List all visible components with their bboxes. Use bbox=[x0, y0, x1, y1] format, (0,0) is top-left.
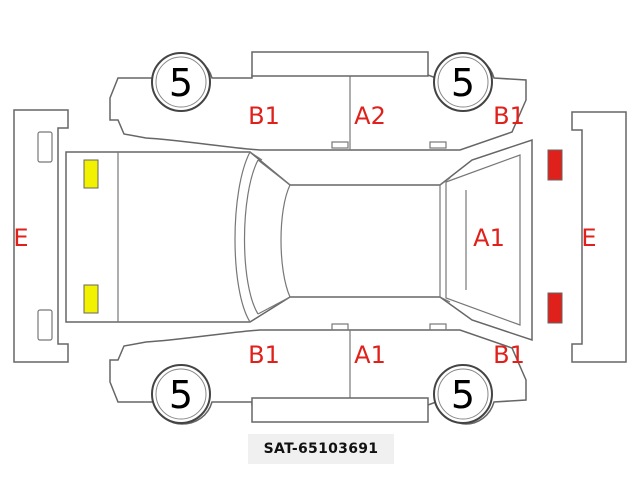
damage-code-bottom-b1-left: B1 bbox=[248, 341, 280, 369]
front-left-tire: 5 bbox=[151, 52, 211, 112]
front-bumper bbox=[13, 109, 69, 363]
damage-code-top-a2: A2 bbox=[354, 102, 386, 130]
damage-code-bottom-a1: A1 bbox=[354, 341, 386, 369]
damage-code-bottom-b1-right: B1 bbox=[493, 341, 525, 369]
damage-code-top-b1-left: B1 bbox=[248, 102, 280, 130]
rear-left-tire-label: 5 bbox=[451, 61, 475, 105]
front-lamp-upper bbox=[83, 159, 99, 189]
rear-left-tire: 5 bbox=[433, 52, 493, 112]
front-lamp-lower bbox=[83, 284, 99, 314]
front-left-tire-label: 5 bbox=[169, 61, 193, 105]
damage-code-rear-window-a1: A1 bbox=[473, 224, 505, 252]
rear-lamp-lower bbox=[547, 292, 563, 324]
rear-lamp-upper bbox=[547, 149, 563, 181]
front-right-tire: 5 bbox=[151, 364, 211, 424]
rear-bumper bbox=[571, 111, 627, 363]
top-view-body bbox=[65, 138, 533, 342]
upper-roof-rail bbox=[251, 51, 429, 77]
rear-right-tire-label: 5 bbox=[451, 373, 475, 417]
stock-id-box: SAT-65103691 bbox=[248, 434, 394, 464]
stock-id-text: SAT-65103691 bbox=[263, 441, 379, 457]
damage-code-top-b1-right: B1 bbox=[493, 102, 525, 130]
rear-right-tire: 5 bbox=[433, 364, 493, 424]
damage-code-rear-bumper-e: E bbox=[581, 224, 596, 252]
lower-roof-rail bbox=[251, 397, 429, 423]
front-right-tire-label: 5 bbox=[169, 373, 193, 417]
damage-code-front-bumper-e: E bbox=[13, 224, 28, 252]
